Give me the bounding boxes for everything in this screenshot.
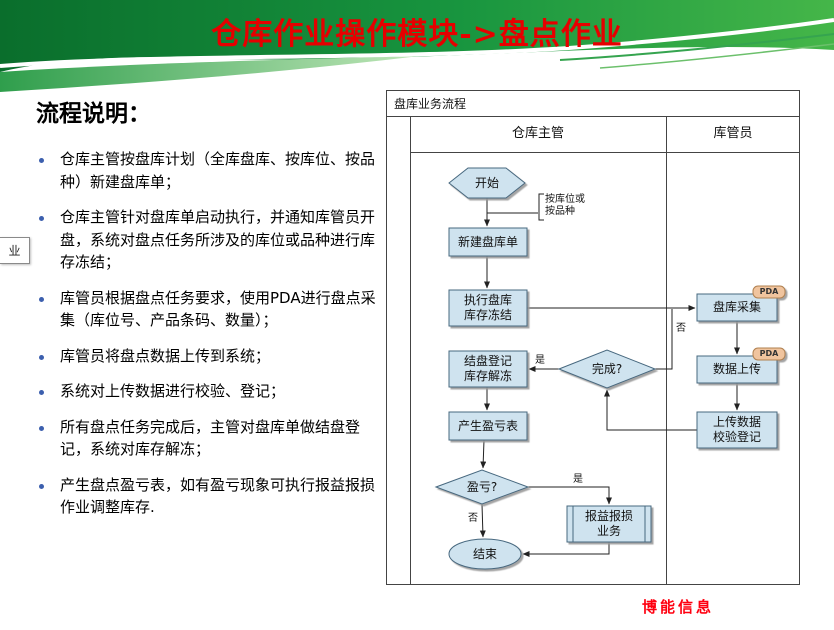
- execute-freeze-shape: [448, 289, 528, 327]
- edge-verify-complete: [604, 389, 697, 431]
- pl-table-shape: [448, 411, 528, 441]
- list-item: 系统对上传数据进行校验、登记；: [28, 380, 380, 403]
- no-label: 否: [676, 322, 686, 334]
- description-heading: 流程说明：: [36, 100, 151, 127]
- panel-title: 盘库业务流程: [394, 97, 467, 111]
- no-label: 否: [468, 512, 478, 524]
- verify-shape: [696, 411, 778, 449]
- slide-title: 仓库作业操作模块->盘点作业: [211, 17, 623, 52]
- footer-brand: 博能信息: [642, 598, 715, 616]
- list-item: 产生盘点盈亏表，如有盈亏现象可执行报益报损作业调整库存.: [28, 474, 380, 519]
- connectors: [479, 193, 740, 557]
- complete-decision-shape: [557, 349, 657, 389]
- close-unfreeze-shape: [448, 350, 528, 388]
- process-description: 流程说明： 仓库主管按盘库计划（全库盘库、按库位、按品种）新建盘库单； 仓库主管…: [28, 94, 380, 532]
- banner-artwork: [0, 0, 834, 92]
- swimlane-grid: [386, 90, 800, 585]
- execute-freeze-label: 执行盘库 库存冻结: [463, 293, 512, 322]
- start-node-label: 开始: [474, 175, 499, 190]
- flowchart-panel: 盘库业务流程 仓库主管 库管员 开始 新建盘库单 执行盘库 库存冻结 结盘登记 …: [386, 90, 800, 585]
- edge-complete-no-loop: [655, 309, 673, 370]
- end-node-label: 结束: [472, 546, 497, 561]
- lane-header-supervisor: 仓库主管: [511, 125, 564, 141]
- list-item: 仓库主管按盘库计划（全库盘库、按库位、按品种）新建盘库单；: [28, 148, 380, 193]
- description-list: 仓库主管按盘库计划（全库盘库、按库位、按品种）新建盘库单； 仓库主管针对盘库单启…: [28, 148, 380, 519]
- side-tab: 业: [0, 237, 30, 264]
- nodes: [434, 167, 786, 570]
- upload-label: 数据上传: [712, 362, 761, 376]
- list-item: 仓库主管针对盘库单启动执行，并通知库管员开盘，系统对盘点任务所涉及的库位或品种进…: [28, 206, 380, 274]
- edge-pltable-plq: [480, 439, 487, 469]
- start-shape: [448, 167, 526, 199]
- collect-label: 盘库采集: [712, 300, 761, 314]
- gain-loss-shape: [566, 505, 652, 543]
- yes-label: 是: [573, 473, 583, 485]
- pda-tag-label: PDA: [759, 349, 779, 358]
- pda-tag-label: PDA: [759, 287, 779, 296]
- pl-table-label: 产生盈亏表: [457, 418, 518, 433]
- edge-plq-no-end: [479, 503, 486, 538]
- pl-decision-label: 盈亏?: [466, 479, 498, 494]
- gain-loss-label: 报益报损 业务: [584, 509, 633, 538]
- verify-label: 上传数据 校验登记: [712, 415, 761, 444]
- close-unfreeze-label: 结盘登记 库存解冻: [463, 354, 512, 383]
- complete-decision-label: 完成?: [591, 361, 623, 376]
- create-order-shape: [448, 227, 528, 257]
- pda-tag-shape: [752, 347, 786, 361]
- pl-decision-shape: [434, 469, 530, 505]
- edge-gainloss-end: [522, 542, 610, 557]
- create-order-label: 新建盘库单: [457, 234, 518, 249]
- pda-tag-shape: [752, 285, 786, 299]
- yes-label: 是: [535, 354, 545, 366]
- list-item: 库管员将盘点数据上传到系统；: [28, 345, 380, 368]
- flowchart-canvas: [386, 90, 800, 585]
- list-item: 所有盘点任务完成后，主管对盘库单做结盘登记，系统对库存解冻；: [28, 416, 380, 461]
- end-shape: [448, 538, 522, 570]
- edge-plq-yes: [528, 486, 612, 505]
- list-item: 库管员根据盘点任务要求，使用PDA进行盘点采集（库位号、产品条码、数量）；: [28, 287, 380, 332]
- annotation-bracket: [538, 193, 544, 221]
- lane-header-keeper: 库管员: [713, 125, 753, 141]
- annotation-label: 按库位或 按品种: [545, 193, 585, 218]
